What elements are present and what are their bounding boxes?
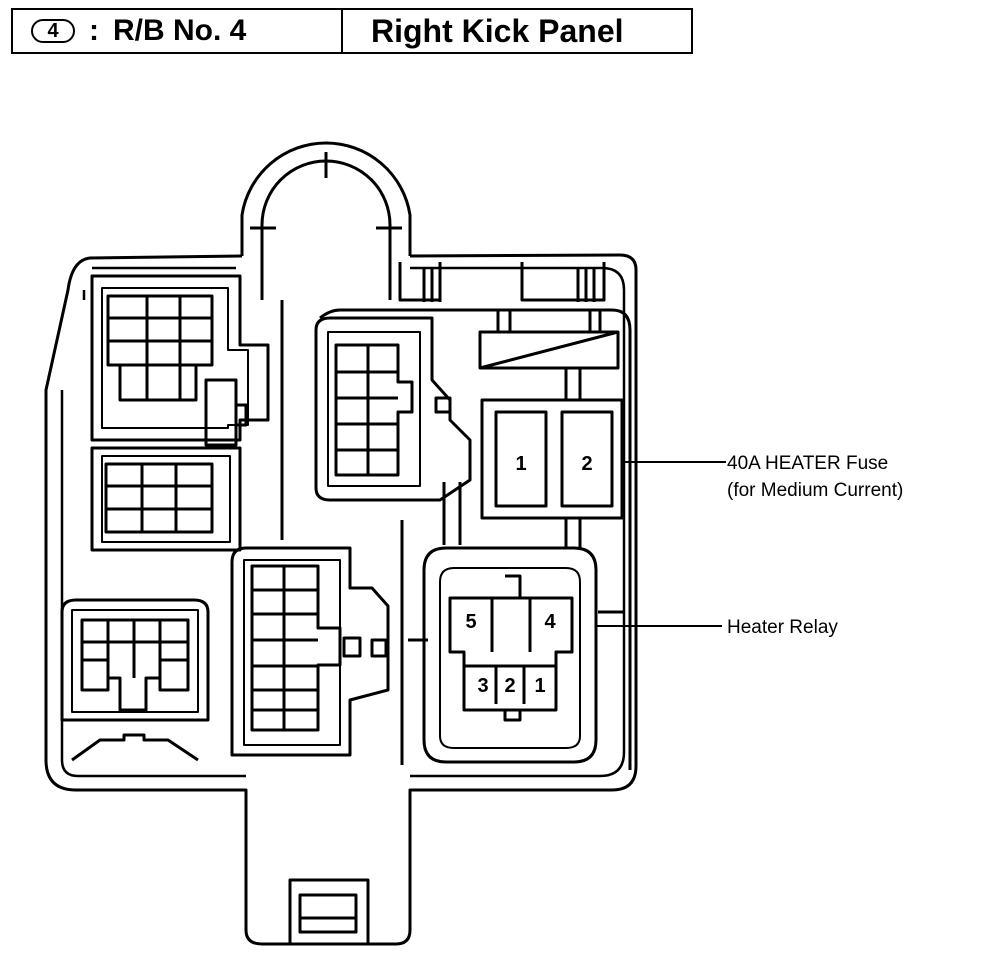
relay-terminal-5: 5	[465, 611, 476, 633]
connector-bottom-left	[60, 598, 210, 762]
relay-callout: Heater Relay	[727, 617, 838, 638]
block-inner-outline	[60, 266, 626, 778]
block-id-cell: 4 : R/B No. 4	[13, 10, 343, 52]
block-number-badge: 4	[31, 19, 75, 43]
location-name: Right Kick Panel	[371, 12, 624, 49]
fuse-terminal-2: 2	[581, 453, 592, 475]
connector-mid-left	[90, 446, 242, 552]
relay-terminal-2: 2	[504, 675, 515, 697]
relay-terminal-4: 4	[544, 611, 556, 633]
connector-lower-middle	[230, 546, 390, 757]
header-colon: :	[89, 14, 99, 47]
heater-relay	[422, 546, 598, 764]
block-name: R/B No. 4	[113, 14, 247, 47]
title-box: 4 : R/B No. 4 Right Kick Panel	[11, 8, 693, 54]
fuse-callout: 40A HEATER Fuse (for Medium Current)	[727, 450, 903, 504]
heater-fuse	[480, 398, 624, 520]
fuse-callout-line2: (for Medium Current)	[727, 480, 904, 501]
block-outline	[44, 253, 638, 946]
connector-upper-middle	[280, 300, 472, 540]
relay-terminal-3: 3	[477, 675, 488, 697]
relay-terminal-1: 1	[534, 675, 545, 697]
bottom-connector	[288, 878, 370, 946]
location-cell: Right Kick Panel	[343, 10, 691, 52]
fuse-callout-line1: 40A HEATER Fuse	[727, 453, 889, 474]
top-round-mount	[240, 141, 412, 300]
fuse-terminal-1: 1	[515, 453, 526, 475]
connector-top-left	[90, 274, 270, 447]
right-housing-walls	[319, 262, 632, 770]
